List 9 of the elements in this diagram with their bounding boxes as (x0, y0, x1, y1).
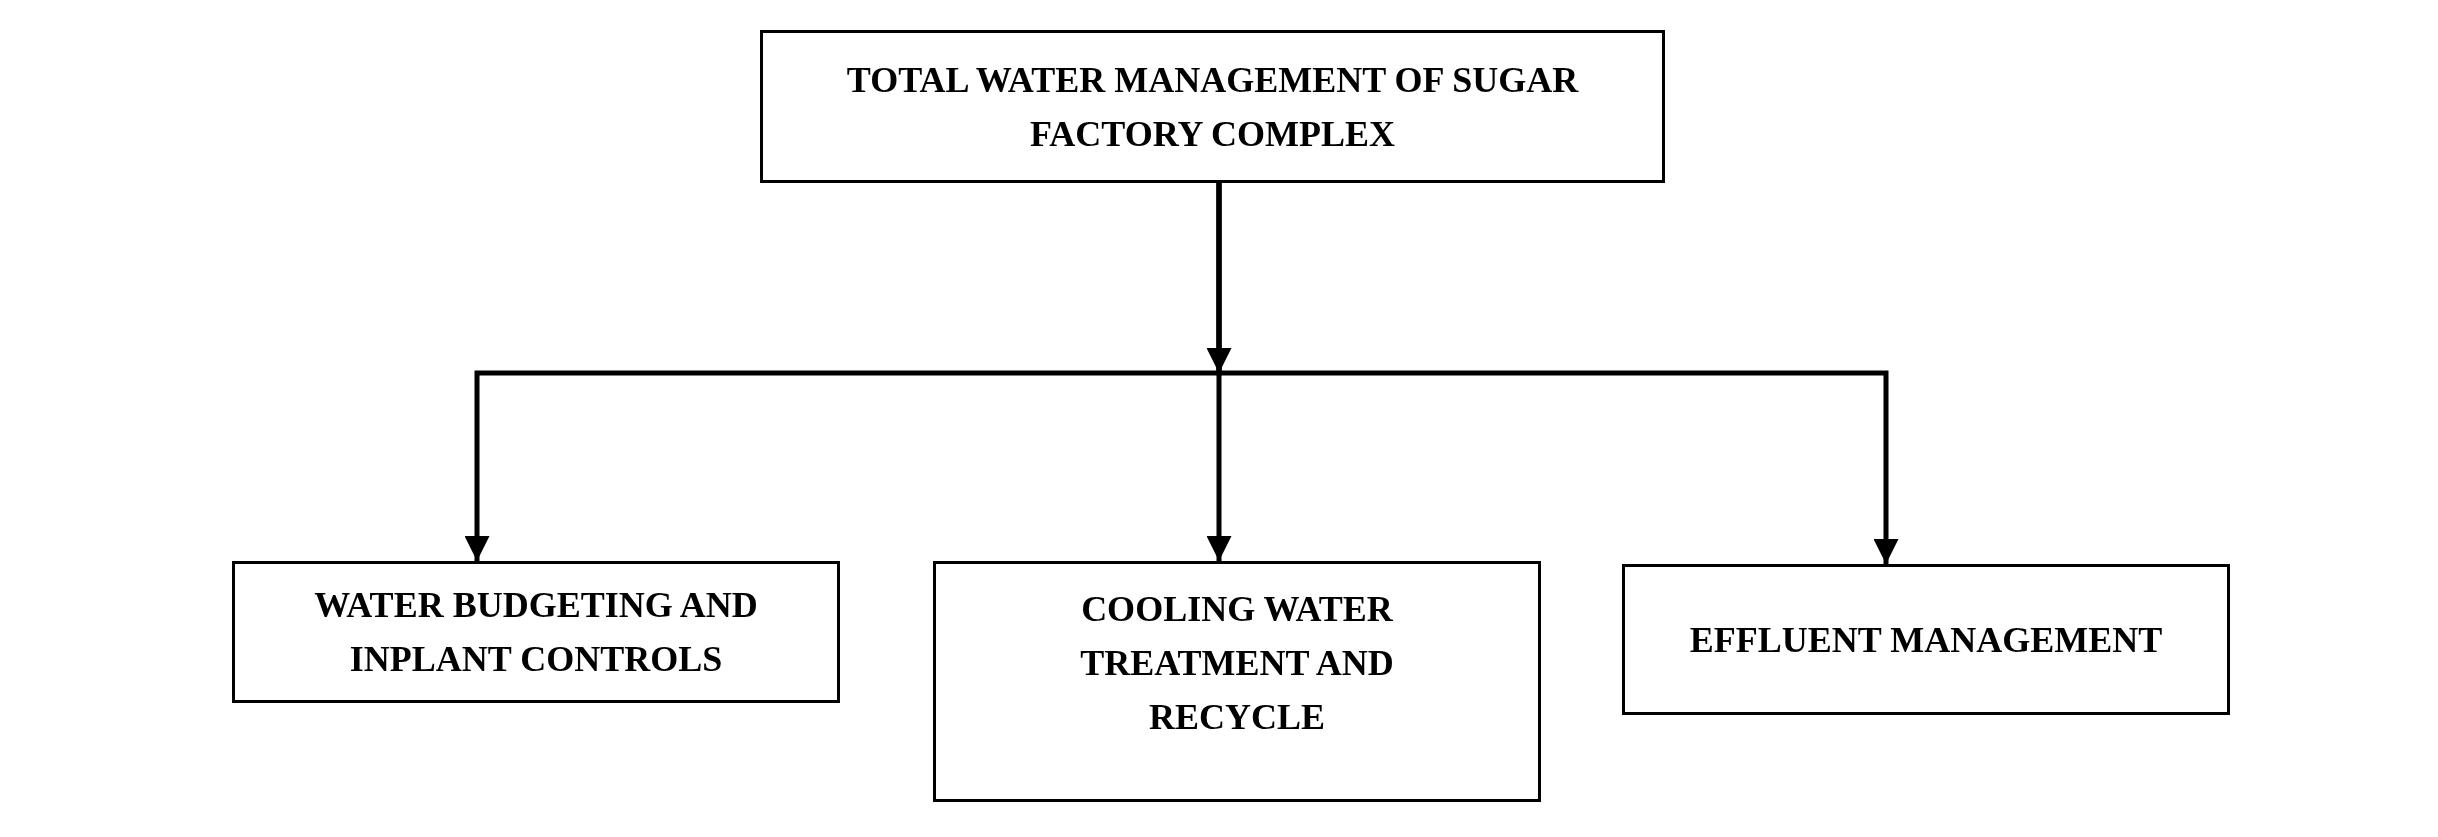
process-box (232, 561, 840, 703)
process-box (760, 30, 1665, 183)
process-box (933, 561, 1541, 802)
box-label: COOLING WATER TREATMENT AND RECYCLE (1079, 588, 1395, 739)
process-box (1622, 564, 2230, 715)
connector-arrow (1216, 183, 1899, 564)
box-label: WATER BUDGETING AND INPLANT CONTROLS (313, 584, 759, 681)
box-label: EFFLUENT MANAGEMENT (1689, 618, 2163, 662)
box-label: TOTAL WATER MANAGEMENT OF SUGAR FACTORY COMPLEX (845, 58, 1580, 156)
